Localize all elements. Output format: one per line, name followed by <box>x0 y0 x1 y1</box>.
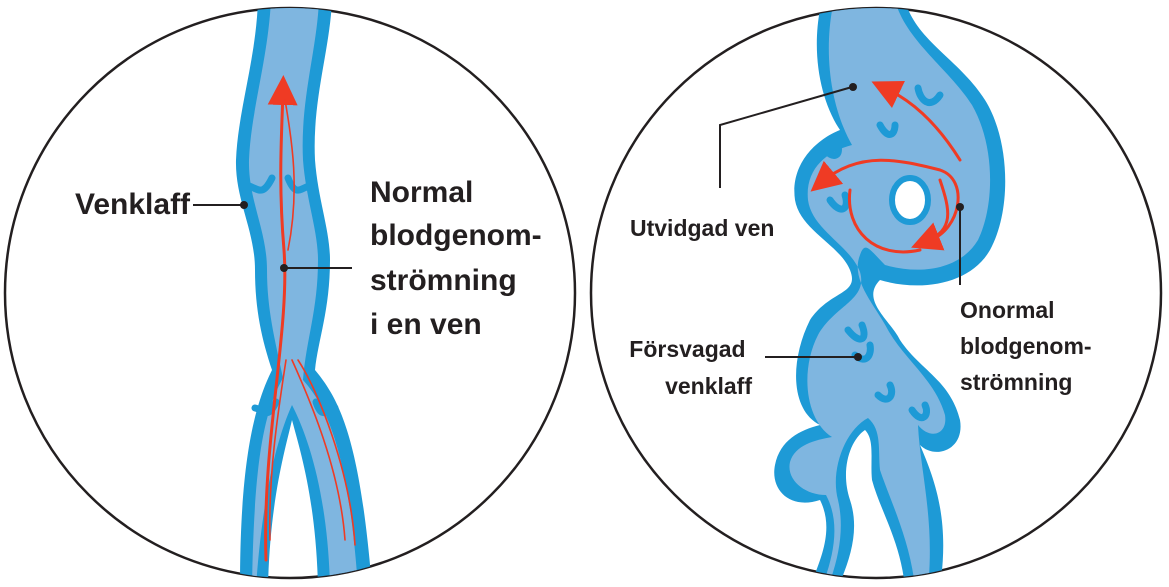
abnormal-flow-label-line-1: Onormal <box>960 297 1055 323</box>
abnormal-flow-arrow-1 <box>810 158 960 242</box>
weak-valve-4 <box>826 191 850 213</box>
weak-valve-5 <box>844 321 868 343</box>
weak-valve-label-line-1: Försvagad <box>629 336 745 362</box>
normal-flow-line-2 <box>268 359 287 541</box>
normal-flow-line-4 <box>297 359 356 546</box>
weak-valve-2 <box>876 121 899 138</box>
weak-valve-3 <box>821 141 842 159</box>
valve-label: Venklaff <box>75 188 191 221</box>
normal-flow-label: Normal blodgenom- strömning i en ven <box>370 176 550 341</box>
flow-leader-dot <box>280 264 288 272</box>
abnormal-flow-label-line-2: blodgenom- <box>960 333 1092 359</box>
dilated-leader-line <box>719 86 853 188</box>
dilated-leader-dot <box>849 83 857 91</box>
valve-upper-right <box>284 174 316 194</box>
right-panel-varicose-vein: Utvidgad ven Försvagad venklaff Onormal … <box>589 6 1163 580</box>
normal-flow-label-line-2: blodgenom- <box>370 219 542 252</box>
weak-valve-7 <box>874 381 896 403</box>
abnormal-flow-leader-dot <box>956 203 964 211</box>
weak-valve-label: Försvagad venklaff <box>629 336 752 399</box>
abnormal-flow-label: Onormal blodgenom- strömning <box>960 297 1098 395</box>
valve-leader-dot <box>240 201 248 209</box>
normal-flow-label-line-3: strömning <box>370 264 517 297</box>
weak-valve-label-line-2: venklaff <box>665 373 752 399</box>
normal-flow-label-line-1: Normal <box>370 176 473 209</box>
abnormal-flow-label-line-3: strömning <box>960 369 1072 395</box>
abnormal-flow-loop <box>847 188 922 254</box>
vein-loop-gap <box>889 175 931 225</box>
weak-valve-leader-dot <box>854 353 862 361</box>
weak-valve-1 <box>914 84 944 106</box>
abnormal-flow-arrow-2 <box>911 178 950 251</box>
valve-upper-left <box>242 174 276 194</box>
normal-vein-lumen <box>248 8 358 578</box>
normal-flow-line-3 <box>291 359 346 541</box>
normal-flow-label-line-4: i en ven <box>370 308 482 341</box>
dilated-vein-label: Utvidgad ven <box>630 215 774 241</box>
abnormal-flow-arrow-3 <box>871 80 962 162</box>
left-panel-normal-vein: Venklaff Normal blodgenom- strömning i e… <box>3 6 577 580</box>
weak-valve-8 <box>908 401 930 422</box>
normal-flow-line-5 <box>284 99 295 251</box>
varicose-vein-lumen <box>789 8 991 578</box>
